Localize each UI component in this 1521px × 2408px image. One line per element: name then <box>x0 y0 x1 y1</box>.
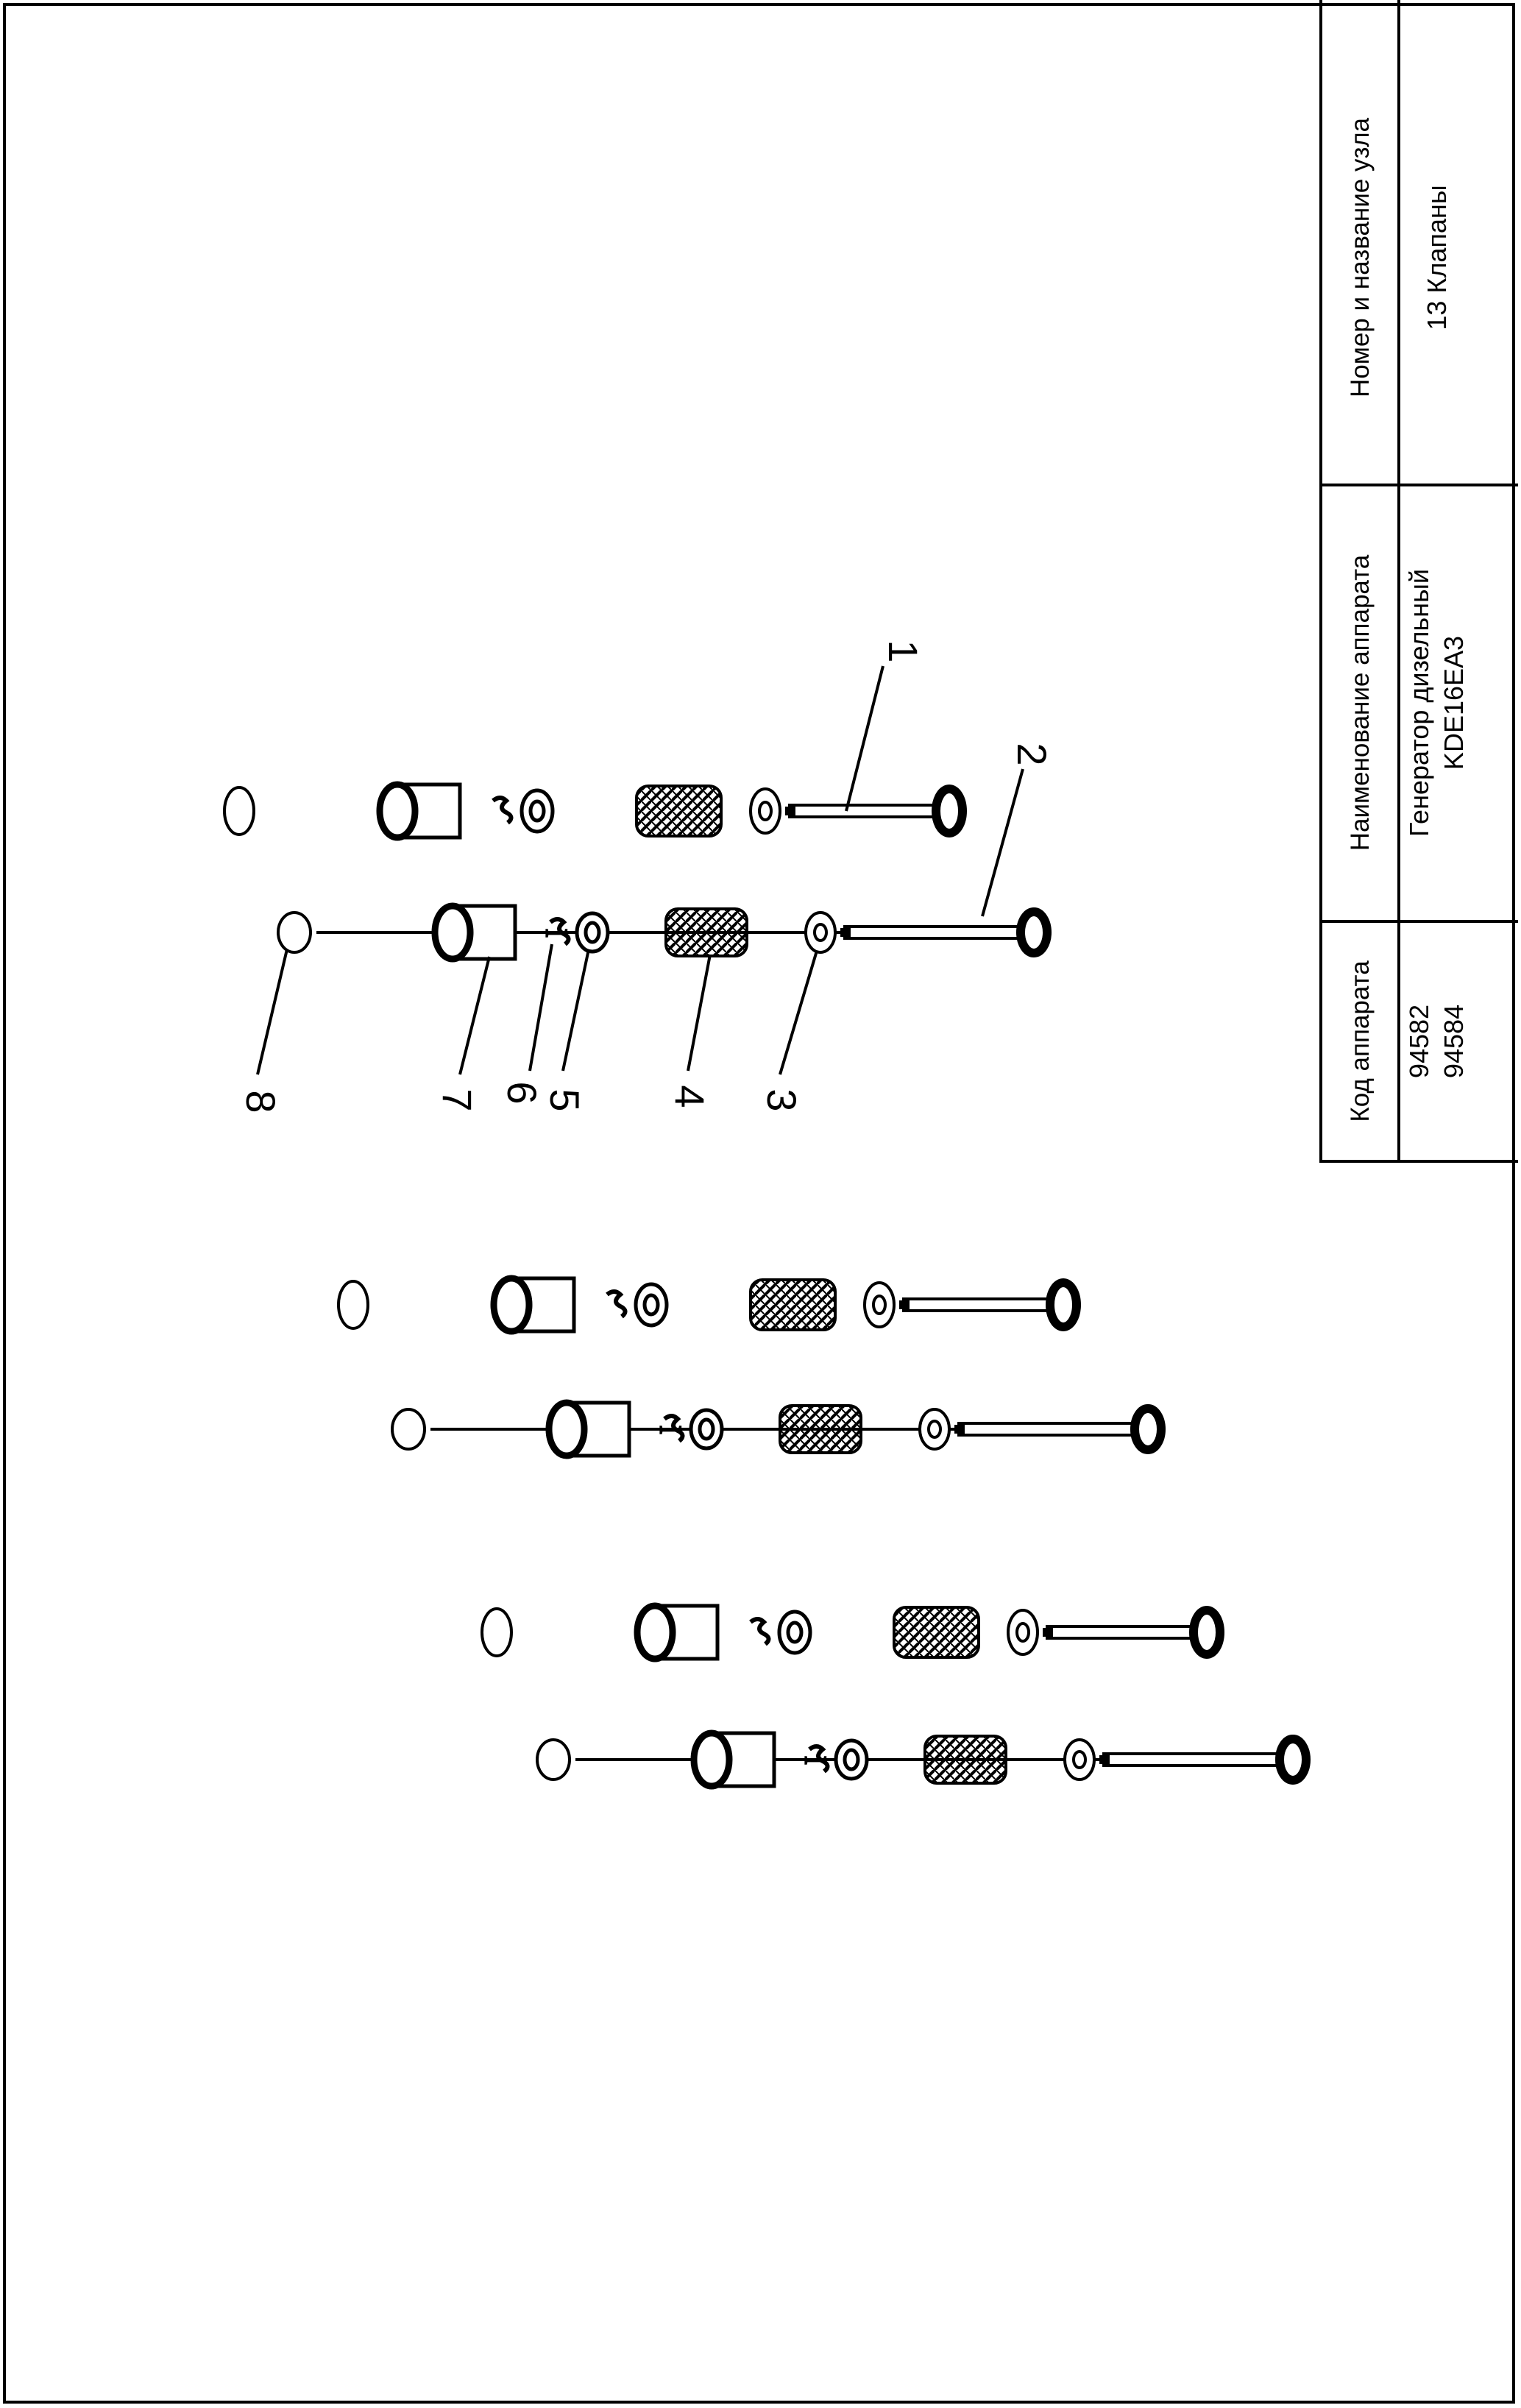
callout-7: 7 <box>434 1088 481 1111</box>
title-block-left-border <box>1319 0 1322 1163</box>
callout-leader-lines <box>256 665 1024 1075</box>
title-block-row-divider-1 <box>1319 484 1518 486</box>
callout-3: 3 <box>759 1088 805 1111</box>
callout-5: 5 <box>542 1088 588 1111</box>
valve-assembly-exhaust-1 <box>278 906 1047 959</box>
callout-1: 1 <box>880 640 926 662</box>
callout-4: 4 <box>667 1085 713 1108</box>
valve-assembly-intake-3 <box>482 1606 1220 1659</box>
valve-assembly-exhaust-2 <box>392 1403 1161 1456</box>
title-block-row-divider-2 <box>1319 920 1518 923</box>
callout-2: 2 <box>1009 743 1055 765</box>
drawing-sheet-border <box>3 3 1515 2404</box>
title-block-bottom-border <box>1319 1160 1518 1163</box>
valve-assembly-intake-2 <box>338 1278 1077 1331</box>
title-block-column-divider <box>1397 0 1400 1163</box>
valve-assembly-exhaust-3 <box>537 1733 1306 1786</box>
callout-6: 6 <box>499 1081 545 1104</box>
callout-8: 8 <box>238 1090 284 1113</box>
title-block: Номер и название узла 13 Клапаны Наимено… <box>1319 0 1518 1163</box>
